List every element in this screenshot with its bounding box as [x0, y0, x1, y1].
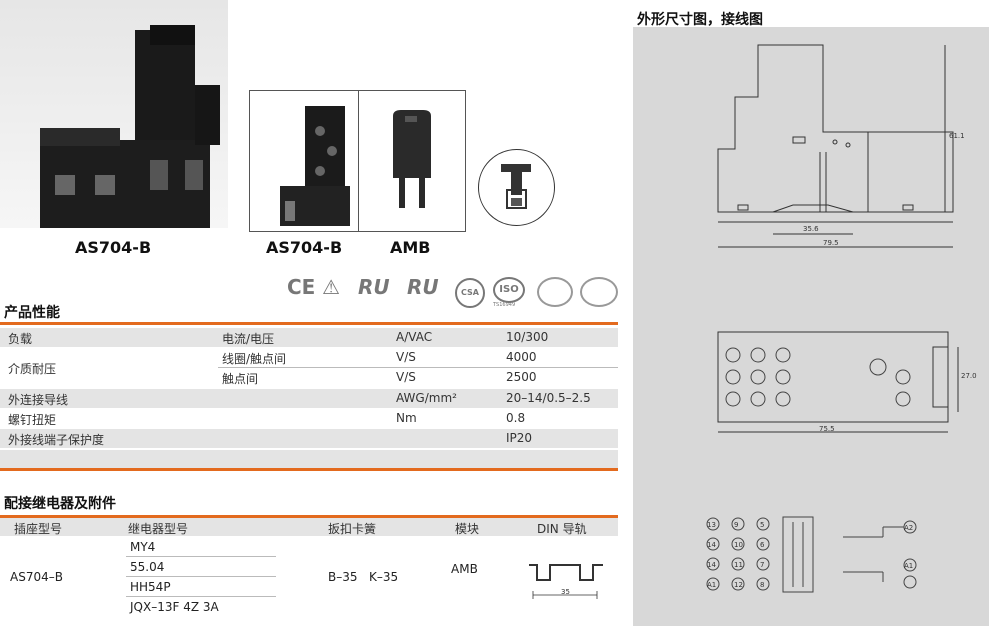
row-divider — [218, 367, 618, 368]
photo-divider — [358, 90, 359, 231]
performance-title: 产品性能 — [4, 305, 60, 321]
product-caption: AS704-B — [75, 238, 152, 257]
terminal-label: 10 — [734, 541, 743, 549]
ul-recognized-icon: RU — [407, 275, 439, 299]
relay-model: JQX–13F 4Z 3A — [130, 600, 219, 614]
relay-model: MY4 — [130, 540, 156, 554]
terminal-label: A1 — [707, 581, 717, 589]
table-row: 负载 电流/电压 A/VAC 10/300 — [0, 328, 618, 347]
table-row: 外连接导线 AWG/mm² 20–14/0.5–2.5 — [0, 389, 618, 408]
row-divider — [126, 556, 276, 557]
drawing-panel: 61.1 35.6 79.5 75.5 27.0 13 14 14 A1 9 1… — [633, 27, 989, 626]
dim-inner-width: 35.6 — [803, 225, 819, 233]
table-row: 介质耐压 线圈/触点间 V/S 4000 触点间 V/S 2500 — [8, 350, 537, 386]
terminal-label: 14 — [707, 561, 716, 569]
ce-mark-icon: CE — [287, 275, 316, 299]
amb-module-photo — [385, 108, 440, 217]
din-rail-drawing — [525, 555, 610, 609]
table-row: 螺钉扭矩 Nm 0.8 — [8, 411, 526, 427]
dim-top-width: 75.5 — [819, 425, 835, 433]
dim-width: 79.5 — [823, 239, 839, 247]
dim-top-height: 27.0 — [961, 372, 977, 380]
iso-standard-text: TS16949 — [493, 302, 516, 308]
warning-triangle-icon: ⚠ — [322, 275, 340, 299]
orange-rule — [0, 322, 618, 325]
row-divider — [126, 576, 276, 577]
relay-model: 55.04 — [130, 560, 165, 574]
clip-model: B–35 K–35 — [328, 570, 399, 584]
din-dimension: 35 — [561, 588, 570, 596]
coil-terminal-label: A2 — [904, 524, 914, 532]
terminal-label: 7 — [760, 561, 765, 569]
cert-seal-icon — [580, 277, 618, 307]
module-model: AMB — [451, 562, 478, 576]
terminal-label: 13 — [707, 521, 716, 529]
clip-diagram-circle — [478, 149, 555, 226]
product-caption: AMB — [390, 238, 431, 257]
table-spacer-row — [0, 450, 618, 468]
relay-model: HH54P — [130, 580, 171, 594]
terminal-label: 9 — [734, 521, 739, 529]
ul-mark-icon: RU — [358, 275, 390, 299]
iso-mark-icon: ISO — [493, 277, 525, 303]
product-caption: AS704-B — [266, 238, 343, 257]
terminal-label: 11 — [734, 561, 743, 569]
table-row: 外接线端子保护度 IP20 — [0, 429, 618, 448]
terminal-label: 8 — [760, 581, 765, 589]
accessories-title: 配接继电器及附件 — [4, 496, 116, 512]
csa-mark-icon: CSA — [455, 278, 485, 308]
dim-height: 61.1 — [949, 132, 965, 140]
cert-seal-icon — [537, 277, 573, 307]
accessories-header-row: 插座型号 继电器型号 扳扣卡簧 模块 DIN 导轨 — [0, 518, 618, 536]
orange-rule — [0, 468, 618, 471]
terminal-label: 5 — [760, 521, 765, 529]
orange-rule — [0, 515, 618, 518]
relay-socket-photo — [0, 0, 228, 228]
socket-model: AS704–B — [10, 570, 63, 584]
terminal-label: 14 — [707, 541, 716, 549]
terminal-label: 12 — [734, 581, 743, 589]
drawing-title: 外形尺寸图，接线图 — [637, 12, 763, 28]
terminal-label: 6 — [760, 541, 765, 549]
row-divider — [126, 596, 276, 597]
coil-terminal-label: A1 — [904, 562, 914, 570]
